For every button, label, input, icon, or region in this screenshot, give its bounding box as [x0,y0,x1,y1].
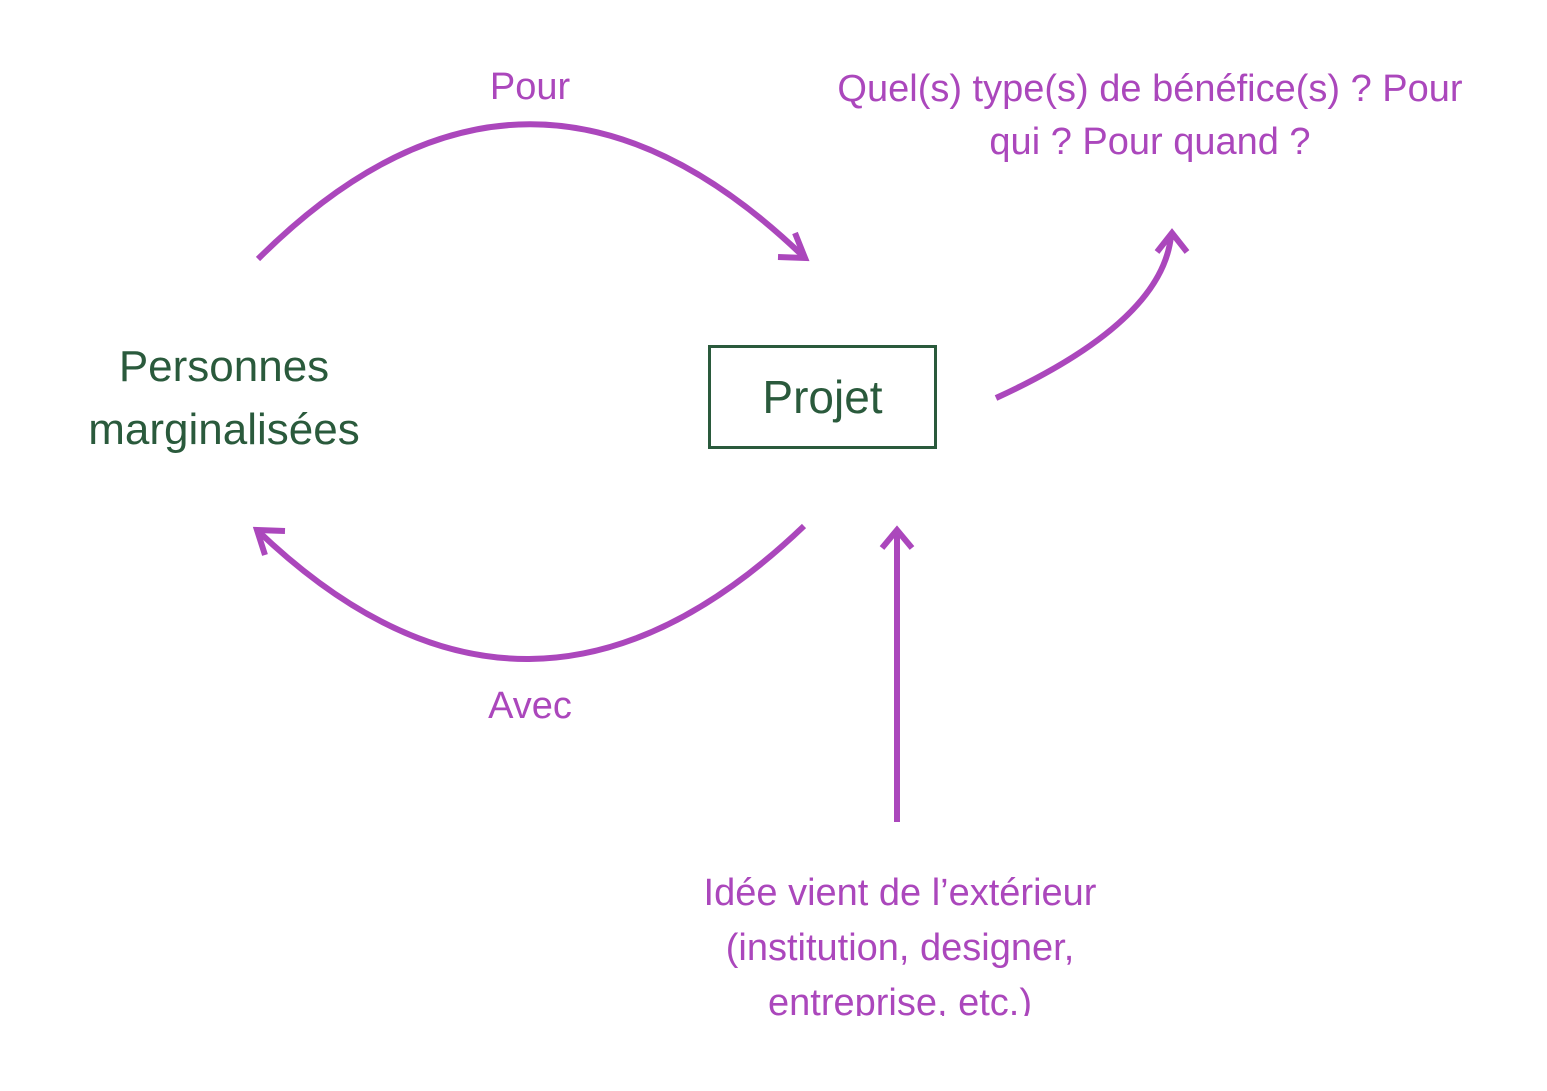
arrow-avec-head [252,526,286,556]
arrow-external-head [879,525,915,550]
external-idea-line3: entreprise, etc.) [768,982,1032,1016]
label-pour: Pour [489,66,571,108]
arrow-benefits [994,235,1174,401]
node-project-label: Projet [762,371,883,423]
node-people-line2: marginalisées [88,405,360,454]
benefit-question-line1: Quel(s) type(s) de bénéfice(s) ? Pour [837,68,1463,110]
node-project: Projet [708,345,937,449]
arrow-avec [254,523,807,662]
label-avec: Avec [488,685,572,727]
external-idea-line2: (institution, designer, [725,927,1075,969]
arrow-benefits-head [1154,228,1190,254]
arrow-pour [255,121,808,262]
benefit-question-line2: qui ? Pour quand ? [989,121,1311,163]
arrow-pour-head [777,231,810,262]
node-people-line1: Personnes [118,342,330,391]
external-idea-line1: Idée vient de l’extérieur [703,872,1097,914]
external-idea-label: Idée vient de l’extérieur (institution, … [640,866,1160,1016]
